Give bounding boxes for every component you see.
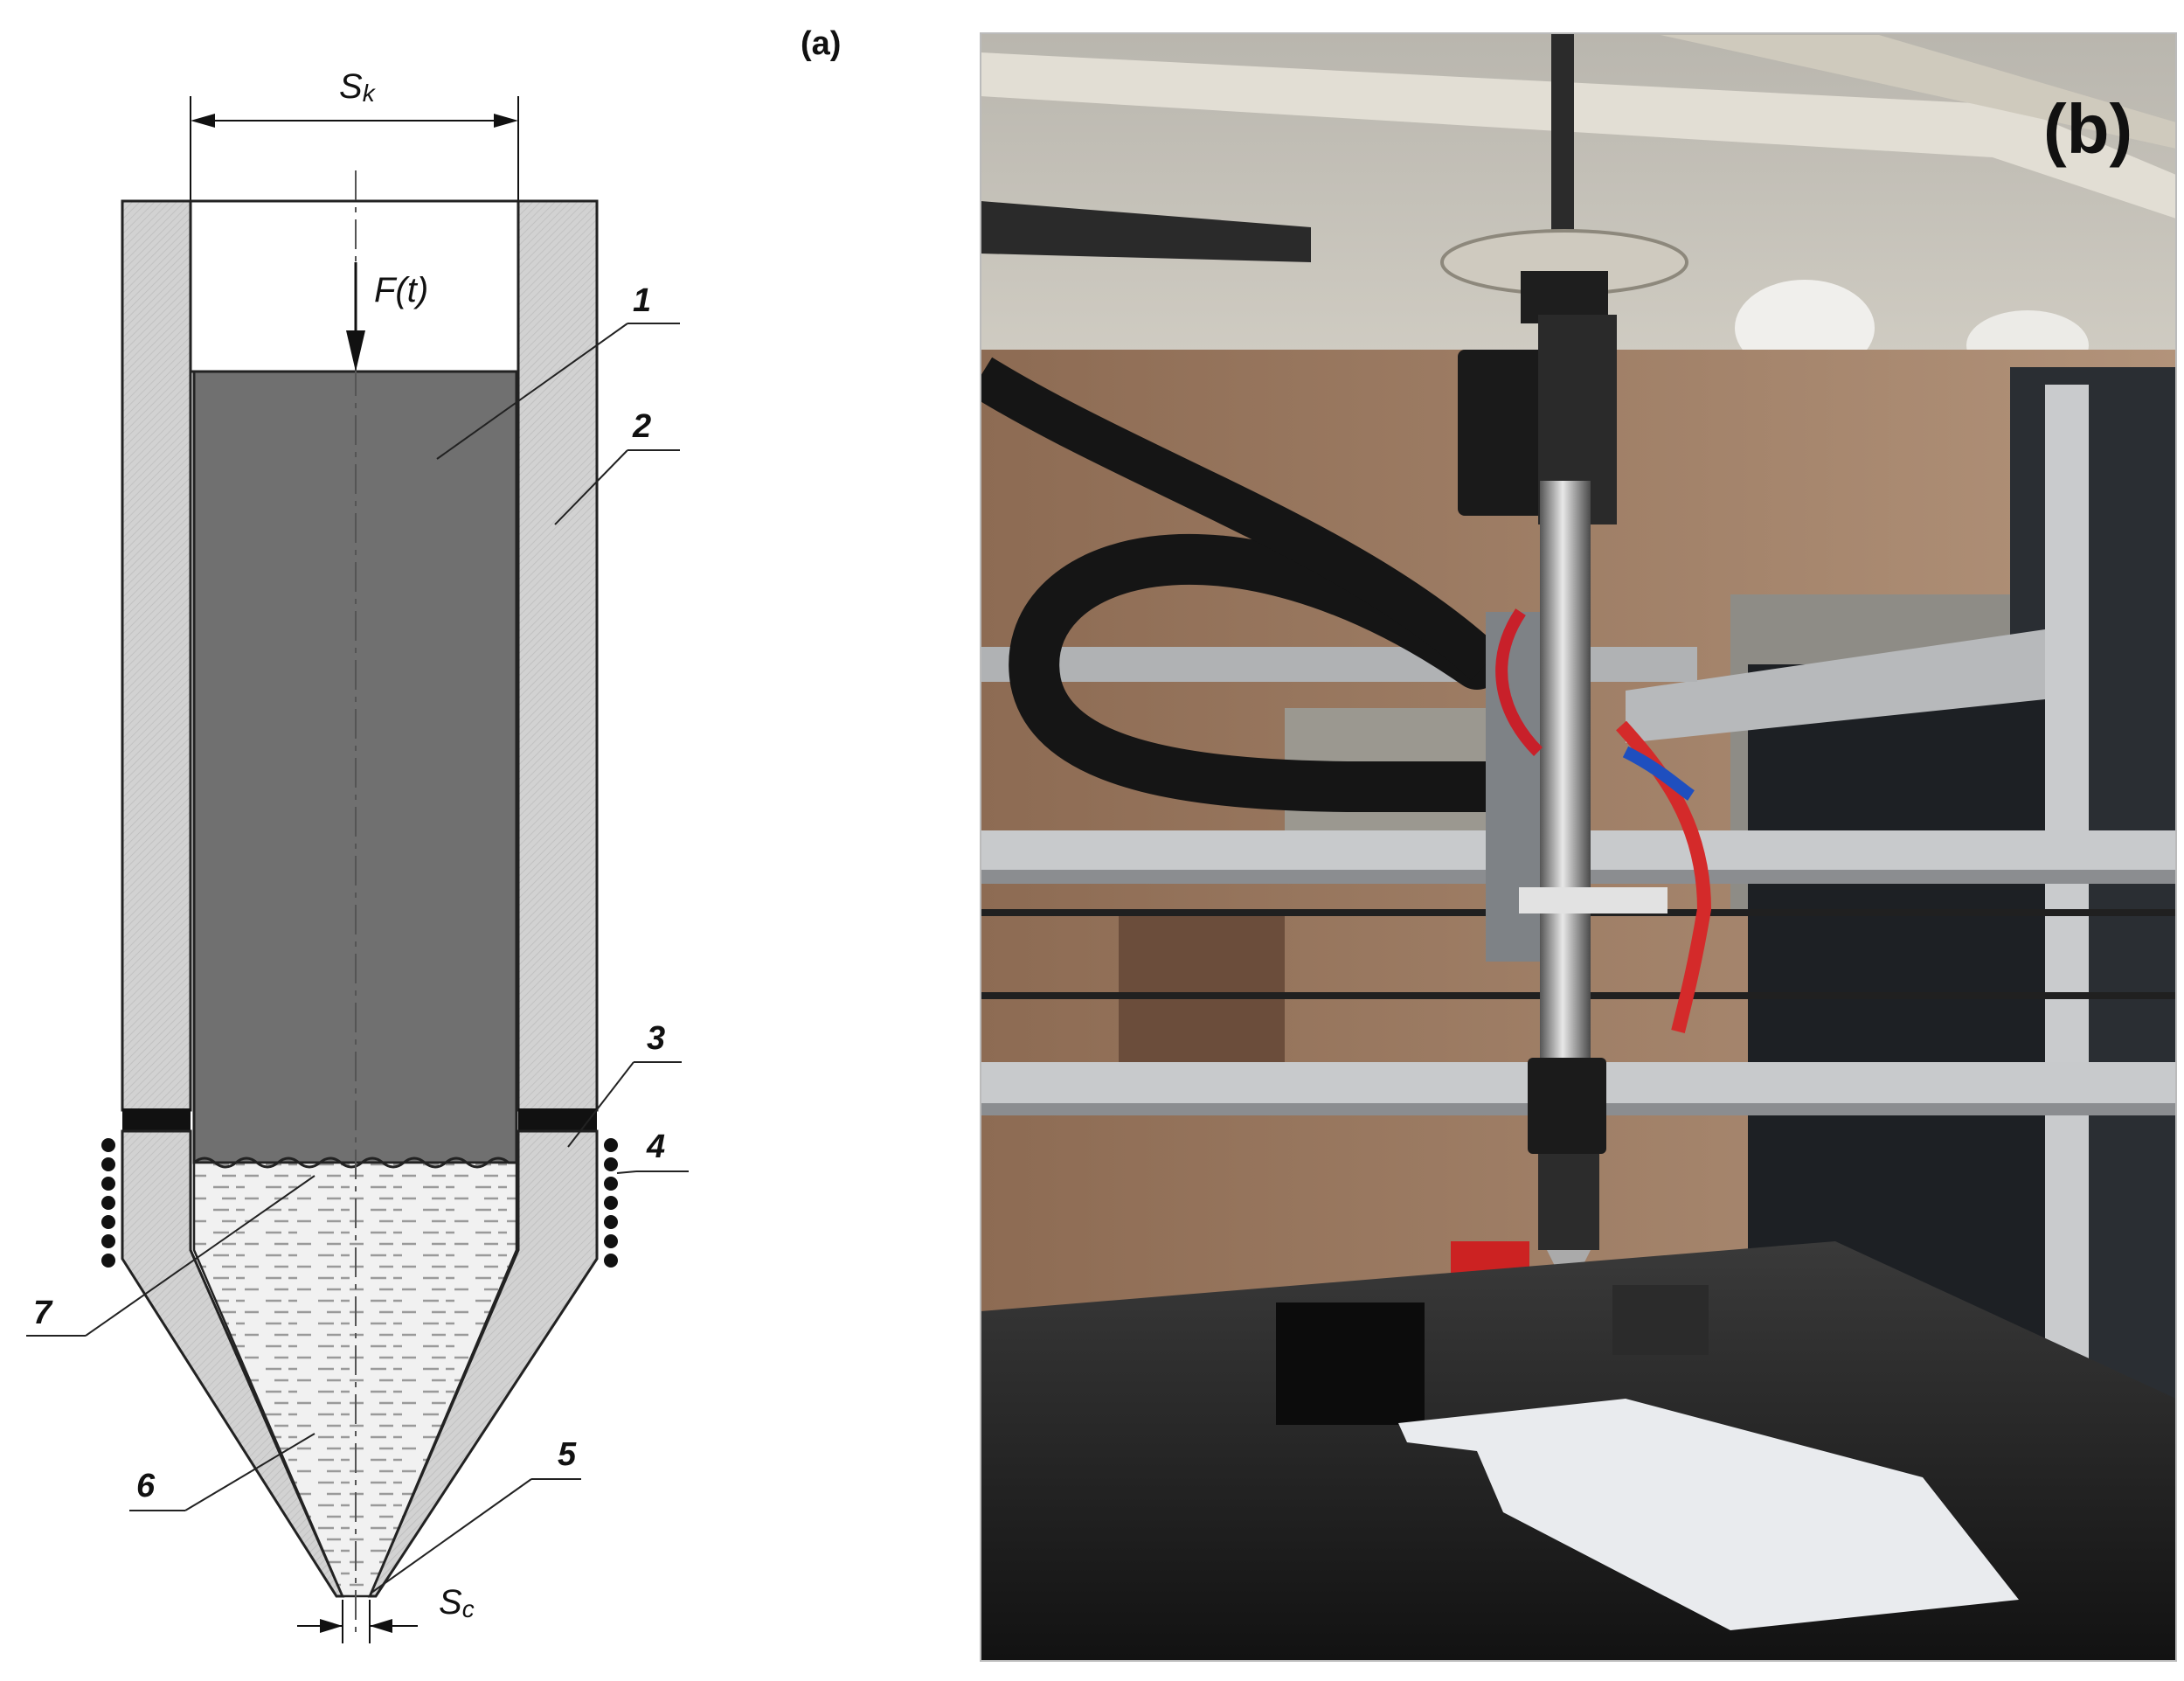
panel-label-b: (b) (2043, 90, 2132, 168)
callout-1: 1 (633, 282, 651, 319)
photo-border (980, 32, 2177, 1662)
photo-syringe-barrel (1540, 481, 1591, 1093)
cylinder-wall-left (121, 199, 192, 1112)
photo-ceiling-panel (1661, 35, 2176, 149)
photo-ceiling-strip (981, 201, 1311, 262)
schematic-panel: (a) Sk (26, 25, 841, 1643)
photo-cable-chain-upper (981, 357, 1501, 681)
photo-paper-sheet (1398, 1399, 2019, 1630)
callout-5: 5 (558, 1436, 577, 1473)
callout-3: 3 (647, 1020, 665, 1057)
seal-left (122, 1108, 191, 1131)
force-label: F(t) (374, 271, 428, 309)
photo-frame-top-rail (1626, 629, 2045, 743)
seal-right (518, 1108, 597, 1131)
photo-wire-blue (1622, 746, 1695, 801)
cylinder-wall-right (517, 199, 599, 1112)
photo-ceiling-beam (981, 52, 2176, 219)
callout-2: 2 (632, 408, 651, 445)
force-arrow: F(t) (346, 262, 428, 372)
dimension-sk: Sk (190, 67, 519, 201)
dimension-sk-label: Sk (339, 67, 377, 107)
photo-clamp (1519, 887, 1667, 913)
photo-heater-block (1528, 1058, 1606, 1154)
callout-6: 6 (136, 1468, 156, 1504)
photo-panel: (b) (981, 33, 2176, 1661)
photo-bed-clamp (1276, 1302, 1425, 1425)
heater-coils (101, 1138, 618, 1268)
callouts: 1 2 3 4 5 6 7 (26, 282, 689, 1594)
photo-lead-screw (1551, 33, 1574, 260)
photo-nozzle-body (1538, 1154, 1599, 1250)
callout-4: 4 (646, 1129, 665, 1165)
nozzle-wall-right (367, 1129, 599, 1598)
photo-shelf (1119, 909, 1285, 1066)
callout-7: 7 (33, 1295, 53, 1331)
dimension-sc-label: Sc (439, 1583, 475, 1622)
panel-label-a: (a) (801, 25, 841, 62)
photo-cup-body (1612, 1285, 1709, 1355)
photo-wire-red (1495, 608, 1543, 756)
dimension-sc: Sc (297, 1583, 475, 1643)
melt-front (193, 1157, 517, 1169)
photo-cable-chain (1009, 533, 1511, 812)
